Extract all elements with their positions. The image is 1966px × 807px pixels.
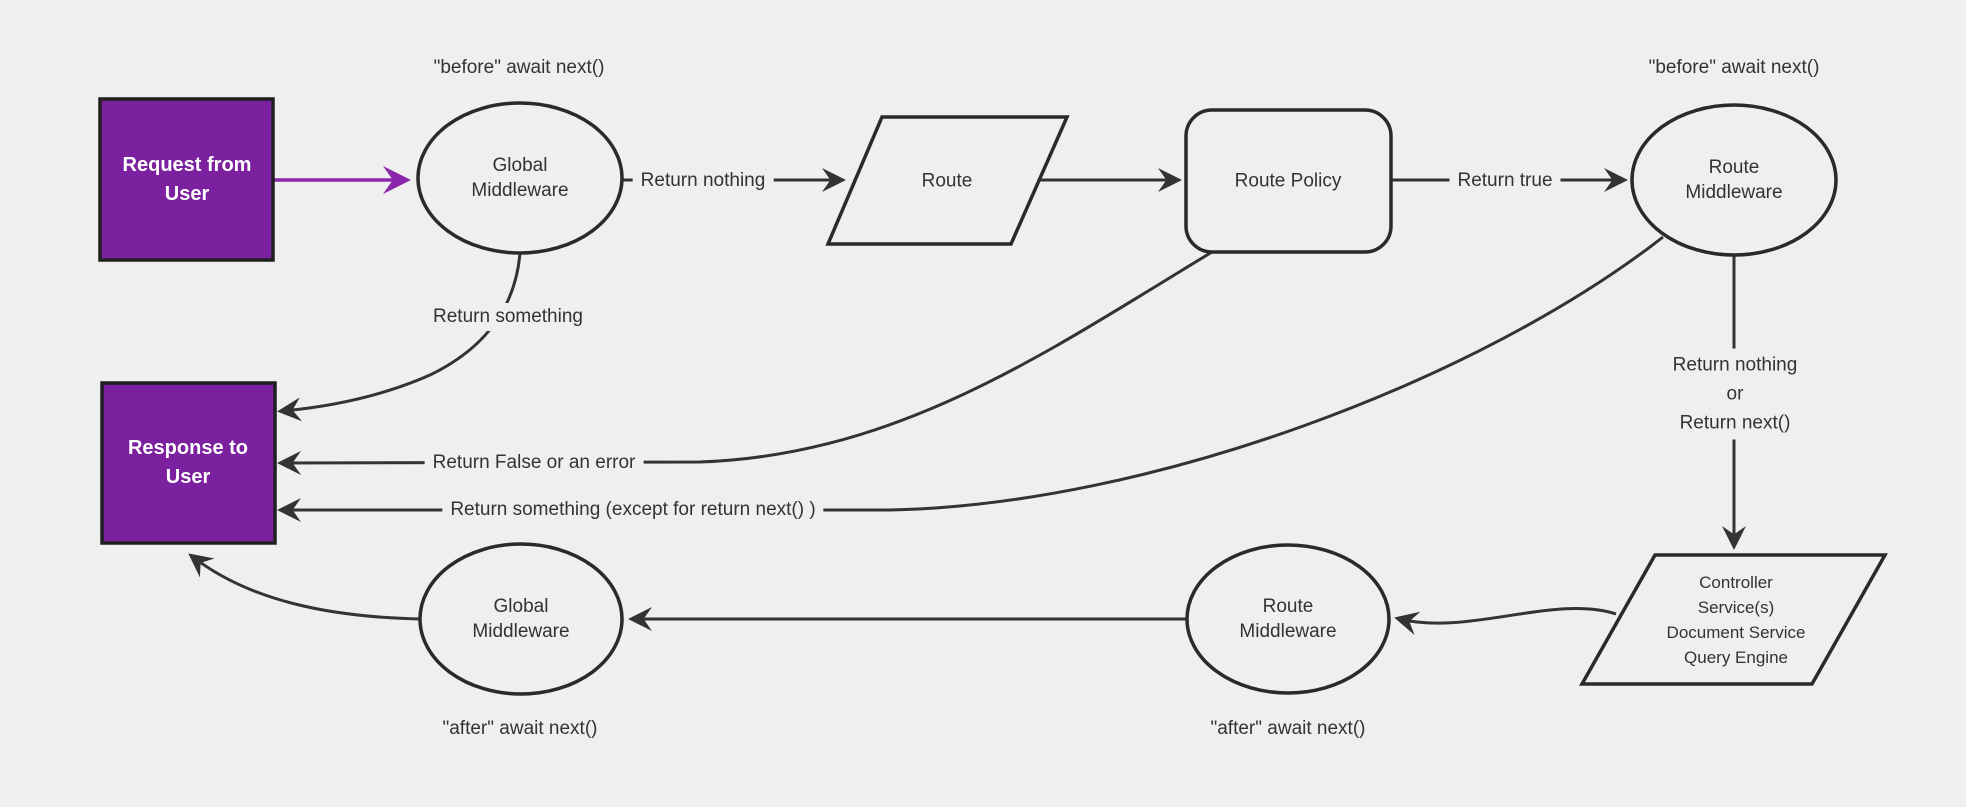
node-route-policy xyxy=(1184,108,1393,254)
edge-route-mw-to-response xyxy=(277,235,1664,522)
edge-route-policy-to-response xyxy=(277,250,1213,475)
node-route-middleware-bottom xyxy=(1185,543,1391,695)
node-controller-services xyxy=(1578,553,1889,686)
edge-controller-to-route-mw-bottom xyxy=(1394,606,1617,635)
node-route-middleware-top xyxy=(1630,103,1838,257)
node-global-middleware-top xyxy=(416,101,624,255)
node-response-to-user xyxy=(100,381,277,545)
edge-global-mw-bottom-to-response xyxy=(188,553,421,621)
node-global-middleware-bottom xyxy=(418,542,624,696)
edge-global-mw-to-response xyxy=(277,252,522,422)
node-request-from-user xyxy=(98,97,275,262)
node-route xyxy=(825,115,1070,246)
